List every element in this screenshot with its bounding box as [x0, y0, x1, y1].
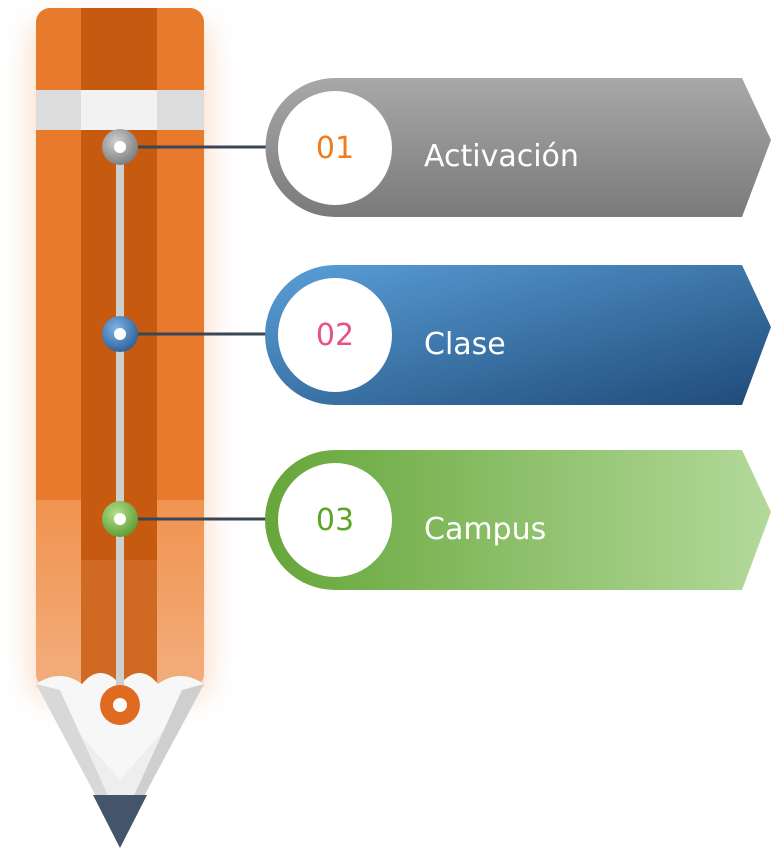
step-number-1: 01: [315, 131, 355, 166]
timeline-node-3: [102, 501, 138, 537]
step-label-3: Campus: [424, 512, 547, 547]
step-banner-1: [265, 78, 771, 218]
step-banner-2: [265, 265, 771, 405]
step-banner-3: [265, 450, 771, 590]
step-number-3: 03: [315, 503, 355, 538]
step-label-2: Clase: [424, 327, 506, 362]
timeline-rail: [116, 146, 124, 706]
timeline-node-1: [102, 129, 138, 165]
step-number-2: 02: [315, 318, 355, 353]
timeline-node-tip: [100, 685, 140, 725]
step-label-1: Activación: [424, 139, 579, 174]
timeline-node-2: [102, 316, 138, 352]
